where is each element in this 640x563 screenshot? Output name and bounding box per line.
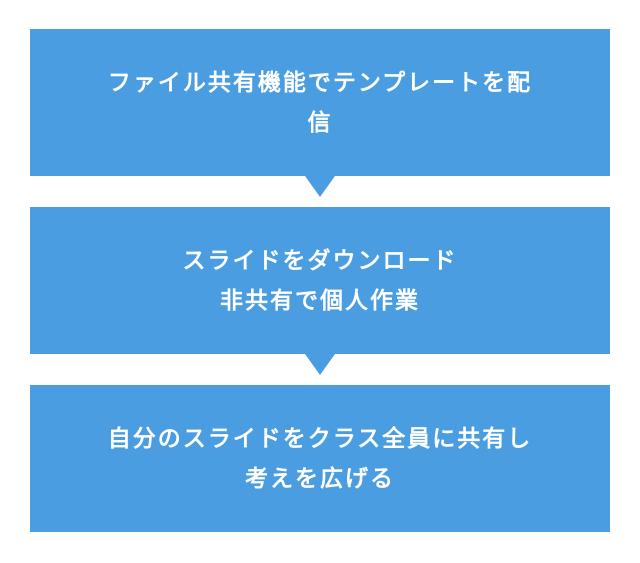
step-1-line-2: 信 bbox=[307, 109, 333, 136]
step-2-line-2: 非共有で個人作業 bbox=[220, 287, 420, 314]
step-3-line-1: 自分のスライドをクラス全員に共有し bbox=[107, 425, 533, 452]
step-2-box: スライドをダウンロード 非共有で個人作業 bbox=[30, 207, 610, 354]
step-1-box: ファイル共有機能でテンプレートを配 信 bbox=[30, 29, 610, 176]
step-1-line-1: ファイル共有機能でテンプレートを配 bbox=[107, 69, 533, 96]
step-3-box: 自分のスライドをクラス全員に共有し 考えを広げる bbox=[30, 385, 610, 532]
down-arrow-icon bbox=[305, 354, 335, 375]
step-3-line-2: 考えを広げる bbox=[245, 465, 395, 492]
step-2-line-1: スライドをダウンロード bbox=[182, 247, 458, 274]
down-arrow-icon bbox=[305, 176, 335, 197]
